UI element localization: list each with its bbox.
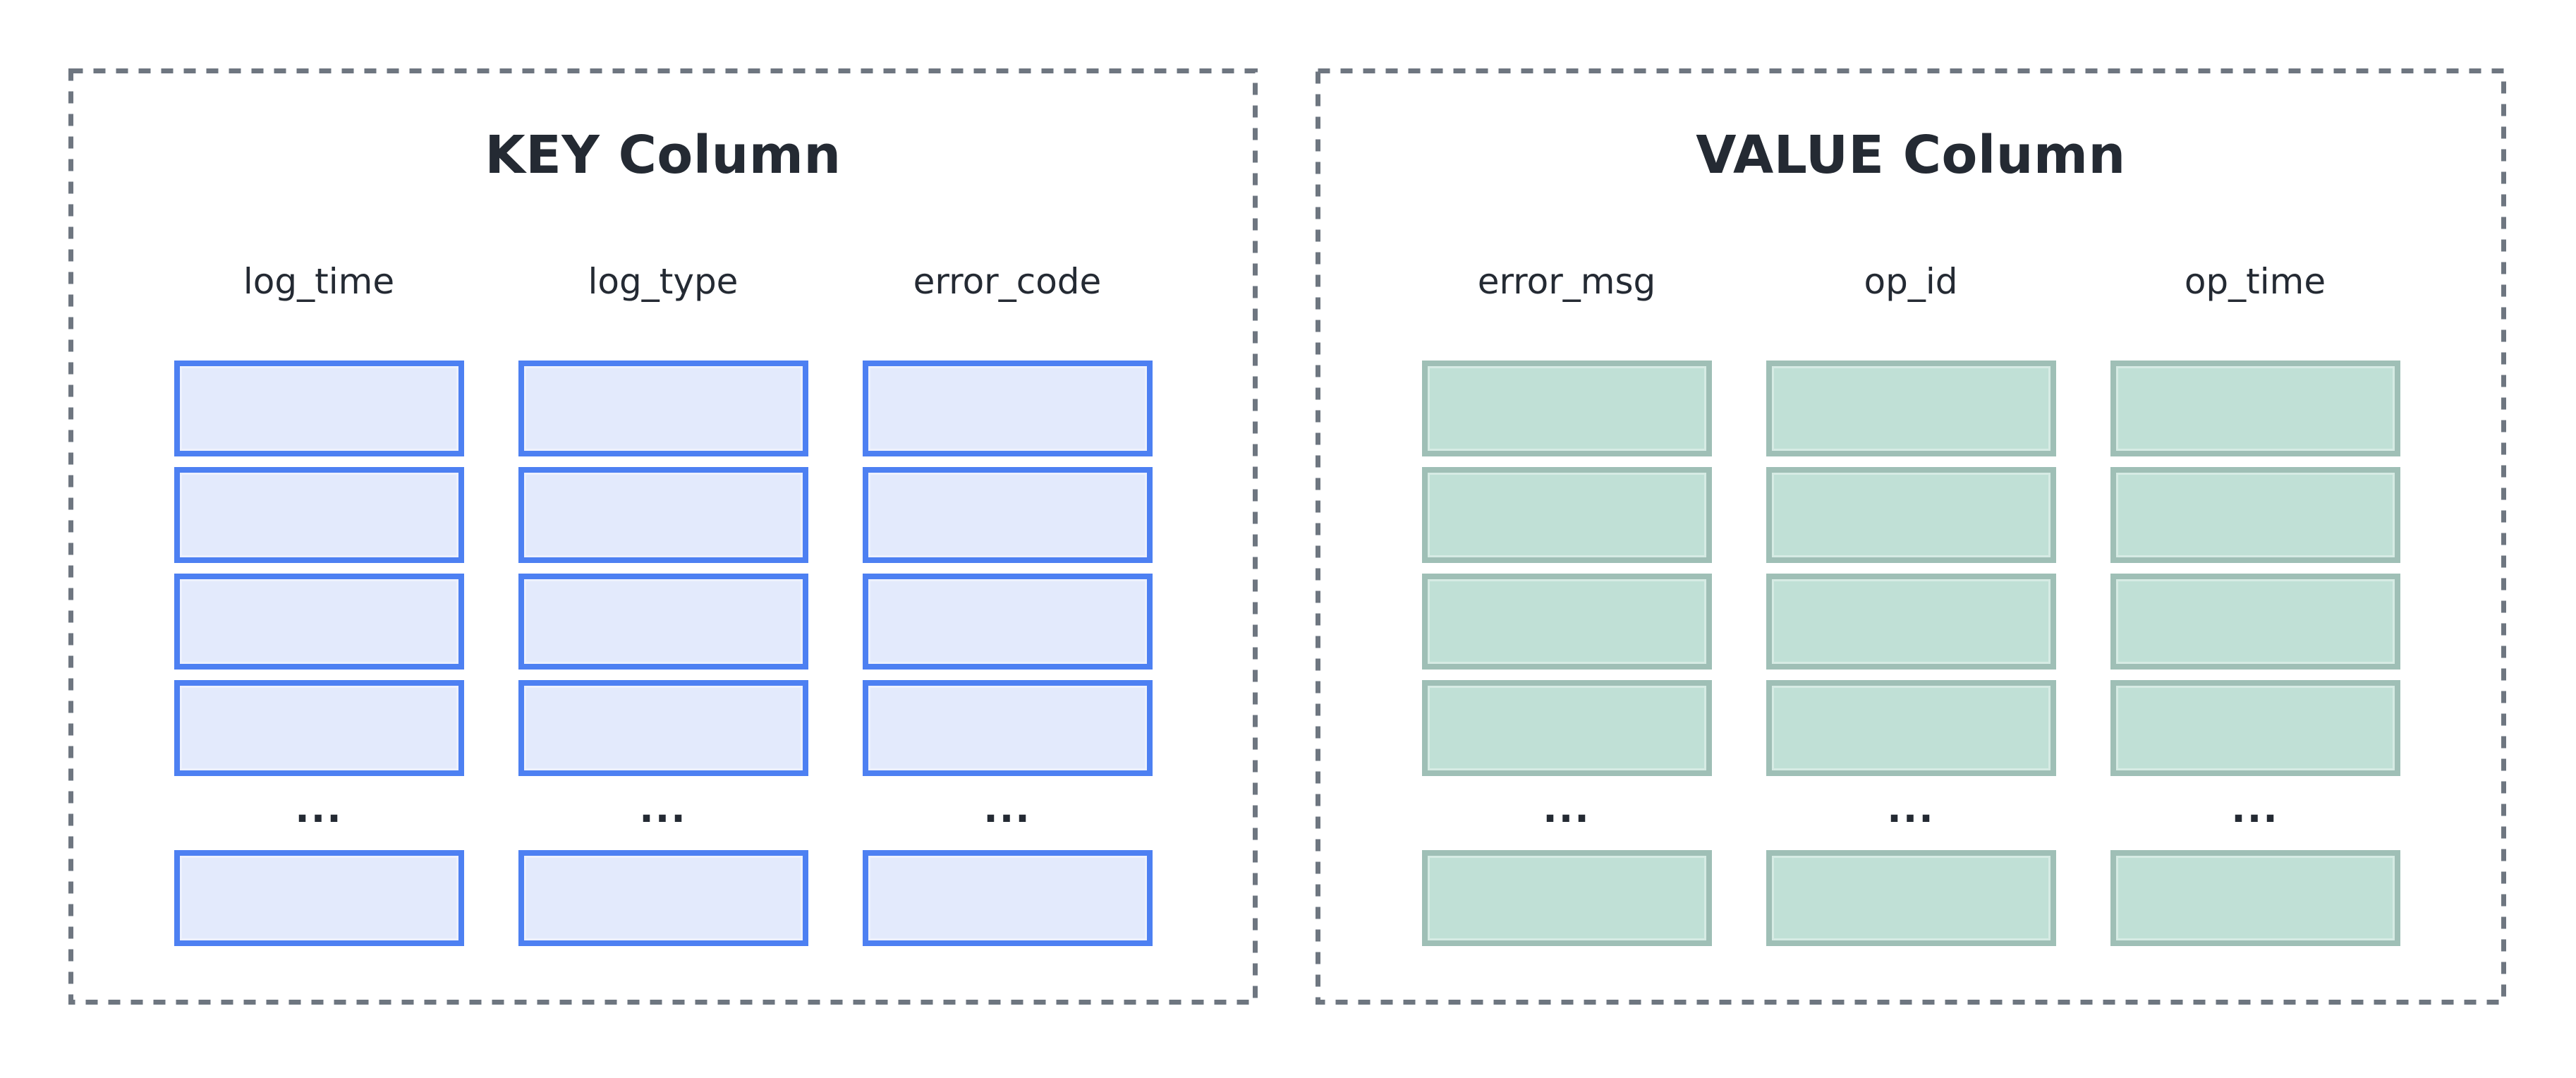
value-cell-box — [2110, 361, 2400, 456]
key-cell-box — [862, 574, 1153, 670]
key-cell-box — [518, 467, 808, 563]
key-columns: log_time ... log_type ... error_code — [68, 260, 1258, 946]
value-columns: error_msg ... op_id ... op_time — [1316, 260, 2506, 946]
key-cell-box — [174, 850, 464, 946]
value-cell-box — [2110, 680, 2400, 776]
key-column-panel: KEY Column log_time ... log_type ... — [68, 68, 1258, 1005]
ellipsis: ... — [983, 787, 1031, 831]
key-cell-box — [174, 361, 464, 456]
value-cell-box — [1421, 574, 1712, 670]
value-cell-box — [1421, 361, 1712, 456]
key-cell-box — [174, 574, 464, 670]
value-cell-box — [2110, 850, 2400, 946]
column-log-time: log_time ... — [174, 260, 464, 946]
column-op-time: op_time ... — [2110, 260, 2400, 946]
ellipsis: ... — [1887, 787, 1935, 831]
value-cell-box — [1421, 680, 1712, 776]
value-cell-box — [2110, 574, 2400, 670]
column-header-log-time: log_time — [243, 261, 395, 302]
column-header-op-time: op_time — [2184, 261, 2326, 302]
column-header-op-id: op_id — [1864, 261, 1958, 302]
column-op-id: op_id ... — [1766, 260, 2056, 946]
page-title-key: KEY Column — [485, 125, 842, 186]
ellipsis: ... — [2231, 787, 2279, 831]
column-error-msg: error_msg ... — [1421, 260, 1712, 946]
column-error-code: error_code ... — [862, 260, 1153, 946]
ellipsis: ... — [639, 787, 687, 831]
value-column-panel: VALUE Column error_msg ... op_id ... — [1316, 68, 2506, 1005]
value-cell-box — [1421, 850, 1712, 946]
ellipsis: ... — [295, 787, 343, 831]
key-cell-box — [862, 680, 1153, 776]
column-header-error-code: error_code — [913, 261, 1102, 302]
key-cell-box — [174, 680, 464, 776]
value-cell-box — [1766, 574, 2056, 670]
column-header-error-msg: error_msg — [1477, 261, 1656, 302]
key-cell-box — [862, 467, 1153, 563]
column-log-type: log_type ... — [518, 260, 808, 946]
key-cell-box — [862, 850, 1153, 946]
key-cell-box — [862, 361, 1153, 456]
value-cell-box — [1766, 680, 2056, 776]
column-header-log-type: log_type — [588, 261, 739, 302]
key-cell-box — [518, 361, 808, 456]
ellipsis: ... — [1543, 787, 1591, 831]
value-cell-box — [1421, 467, 1712, 563]
key-cell-box — [518, 850, 808, 946]
value-cell-box — [2110, 467, 2400, 563]
key-cell-box — [518, 574, 808, 670]
value-cell-box — [1766, 361, 2056, 456]
value-cell-box — [1766, 850, 2056, 946]
value-cell-box — [1766, 467, 2056, 563]
key-cell-box — [518, 680, 808, 776]
key-cell-box — [174, 467, 464, 563]
page-title-value: VALUE Column — [1696, 125, 2126, 186]
